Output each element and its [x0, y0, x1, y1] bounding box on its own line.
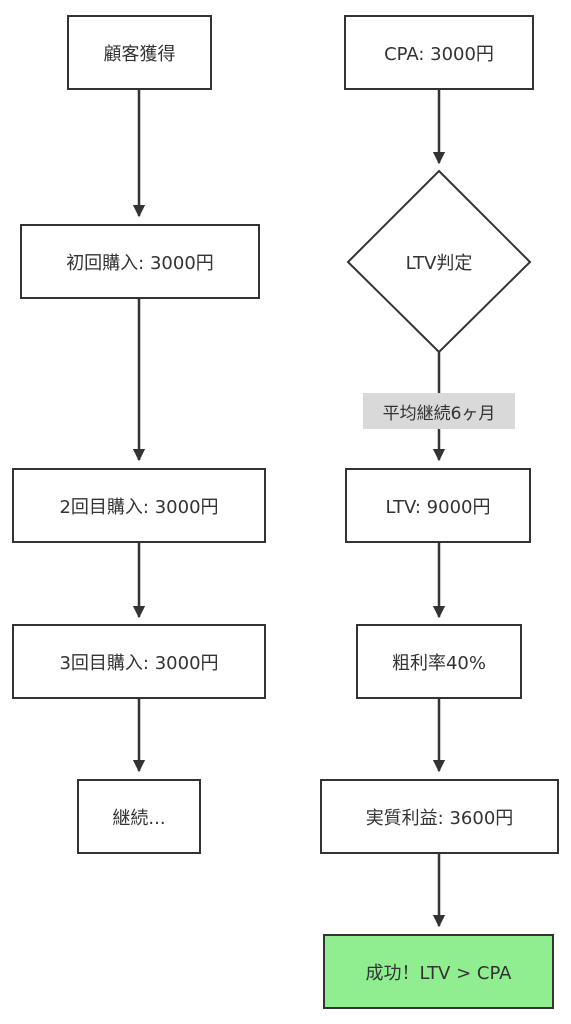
- node-second-purchase: 2回目購入: 3000円: [12, 468, 266, 543]
- edge-label-average-duration: 平均継続6ヶ月: [363, 393, 515, 429]
- node-ltv: LTV: 9000円: [345, 468, 531, 543]
- node-customer-acquisition: 顧客獲得: [67, 15, 212, 90]
- node-success: 成功！LTV > CPA: [323, 934, 554, 1009]
- node-third-purchase: 3回目購入: 3000円: [12, 624, 266, 699]
- ltv-decision-diamond: [346, 169, 532, 354]
- ltv-decision-label: LTV判定: [405, 253, 473, 274]
- node-continuation: 継続...: [77, 779, 201, 854]
- node-gross-margin: 粗利率40%: [356, 624, 522, 699]
- node-first-purchase: 初回購入: 3000円: [20, 224, 260, 299]
- node-cpa: CPA: 3000円: [344, 15, 534, 90]
- node-real-profit: 実質利益: 3600円: [320, 779, 559, 854]
